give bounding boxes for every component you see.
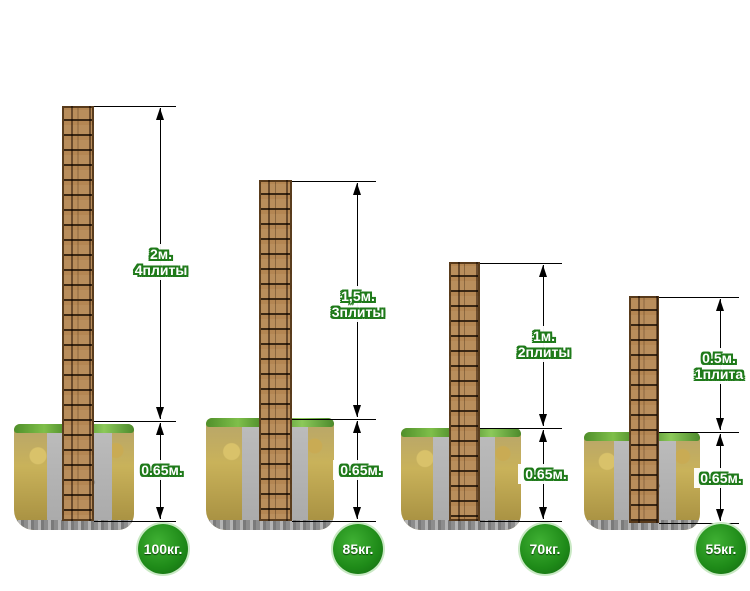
- height-label: 2м. 4плиты: [130, 244, 192, 280]
- depth-label: 0.65м.: [134, 460, 190, 480]
- stone-post: [449, 262, 480, 521]
- depth-label: 0.65м.: [333, 460, 389, 480]
- height-label: 1,5м. 3плиты: [327, 286, 389, 322]
- weight-badge: 85кг.: [333, 524, 383, 574]
- height-label: 0.5м. 1плита: [690, 348, 748, 384]
- depth-label: 0.65м.: [518, 464, 574, 484]
- weight-badge: 55кг.: [696, 524, 746, 574]
- weight-badge: 100кг.: [138, 524, 188, 574]
- weight-badge: 70кг.: [520, 524, 570, 574]
- stone-post: [259, 180, 292, 521]
- depth-label: 0.65м.: [694, 468, 748, 488]
- stone-post: [62, 106, 94, 521]
- stone-post: [629, 296, 659, 523]
- height-label: 1м. 2плиты: [513, 326, 575, 362]
